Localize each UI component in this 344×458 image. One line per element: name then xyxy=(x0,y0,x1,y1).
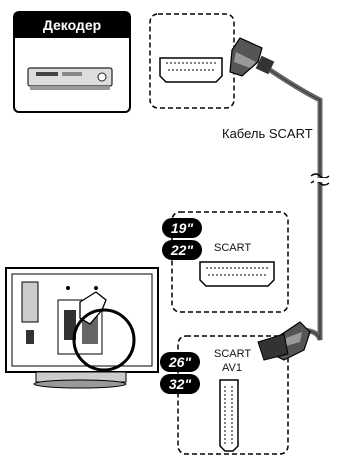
scart-cable xyxy=(268,67,323,341)
scart-cable-outline xyxy=(269,69,321,341)
size-badge: 19" xyxy=(162,218,202,238)
size-badge: 32" xyxy=(160,374,200,394)
size-badge: 22" xyxy=(162,240,202,260)
tv-scart-area-bottom xyxy=(177,335,289,455)
decoder-title: Декодер xyxy=(14,12,130,38)
cable-break-mark xyxy=(310,173,330,186)
tv-back-icon xyxy=(5,267,159,389)
decoder-scart-area xyxy=(149,13,235,109)
cable-label: Кабель SCART xyxy=(222,126,313,141)
scart-connector-icon xyxy=(199,261,275,287)
dvd-player-icon xyxy=(27,67,113,90)
zoom-circle xyxy=(72,308,136,372)
connector-label: SCART xyxy=(214,348,252,360)
tv-scart-area-top xyxy=(171,211,289,313)
scart-plug-icon xyxy=(229,37,275,77)
connector-label: SCART xyxy=(214,242,252,254)
connector-label: AV1 xyxy=(222,362,242,374)
scart-connector-vertical-icon xyxy=(219,379,239,452)
size-badge: 26" xyxy=(160,352,200,372)
scart-plug-tv-icon xyxy=(257,321,311,361)
scart-connector-icon xyxy=(159,57,223,83)
